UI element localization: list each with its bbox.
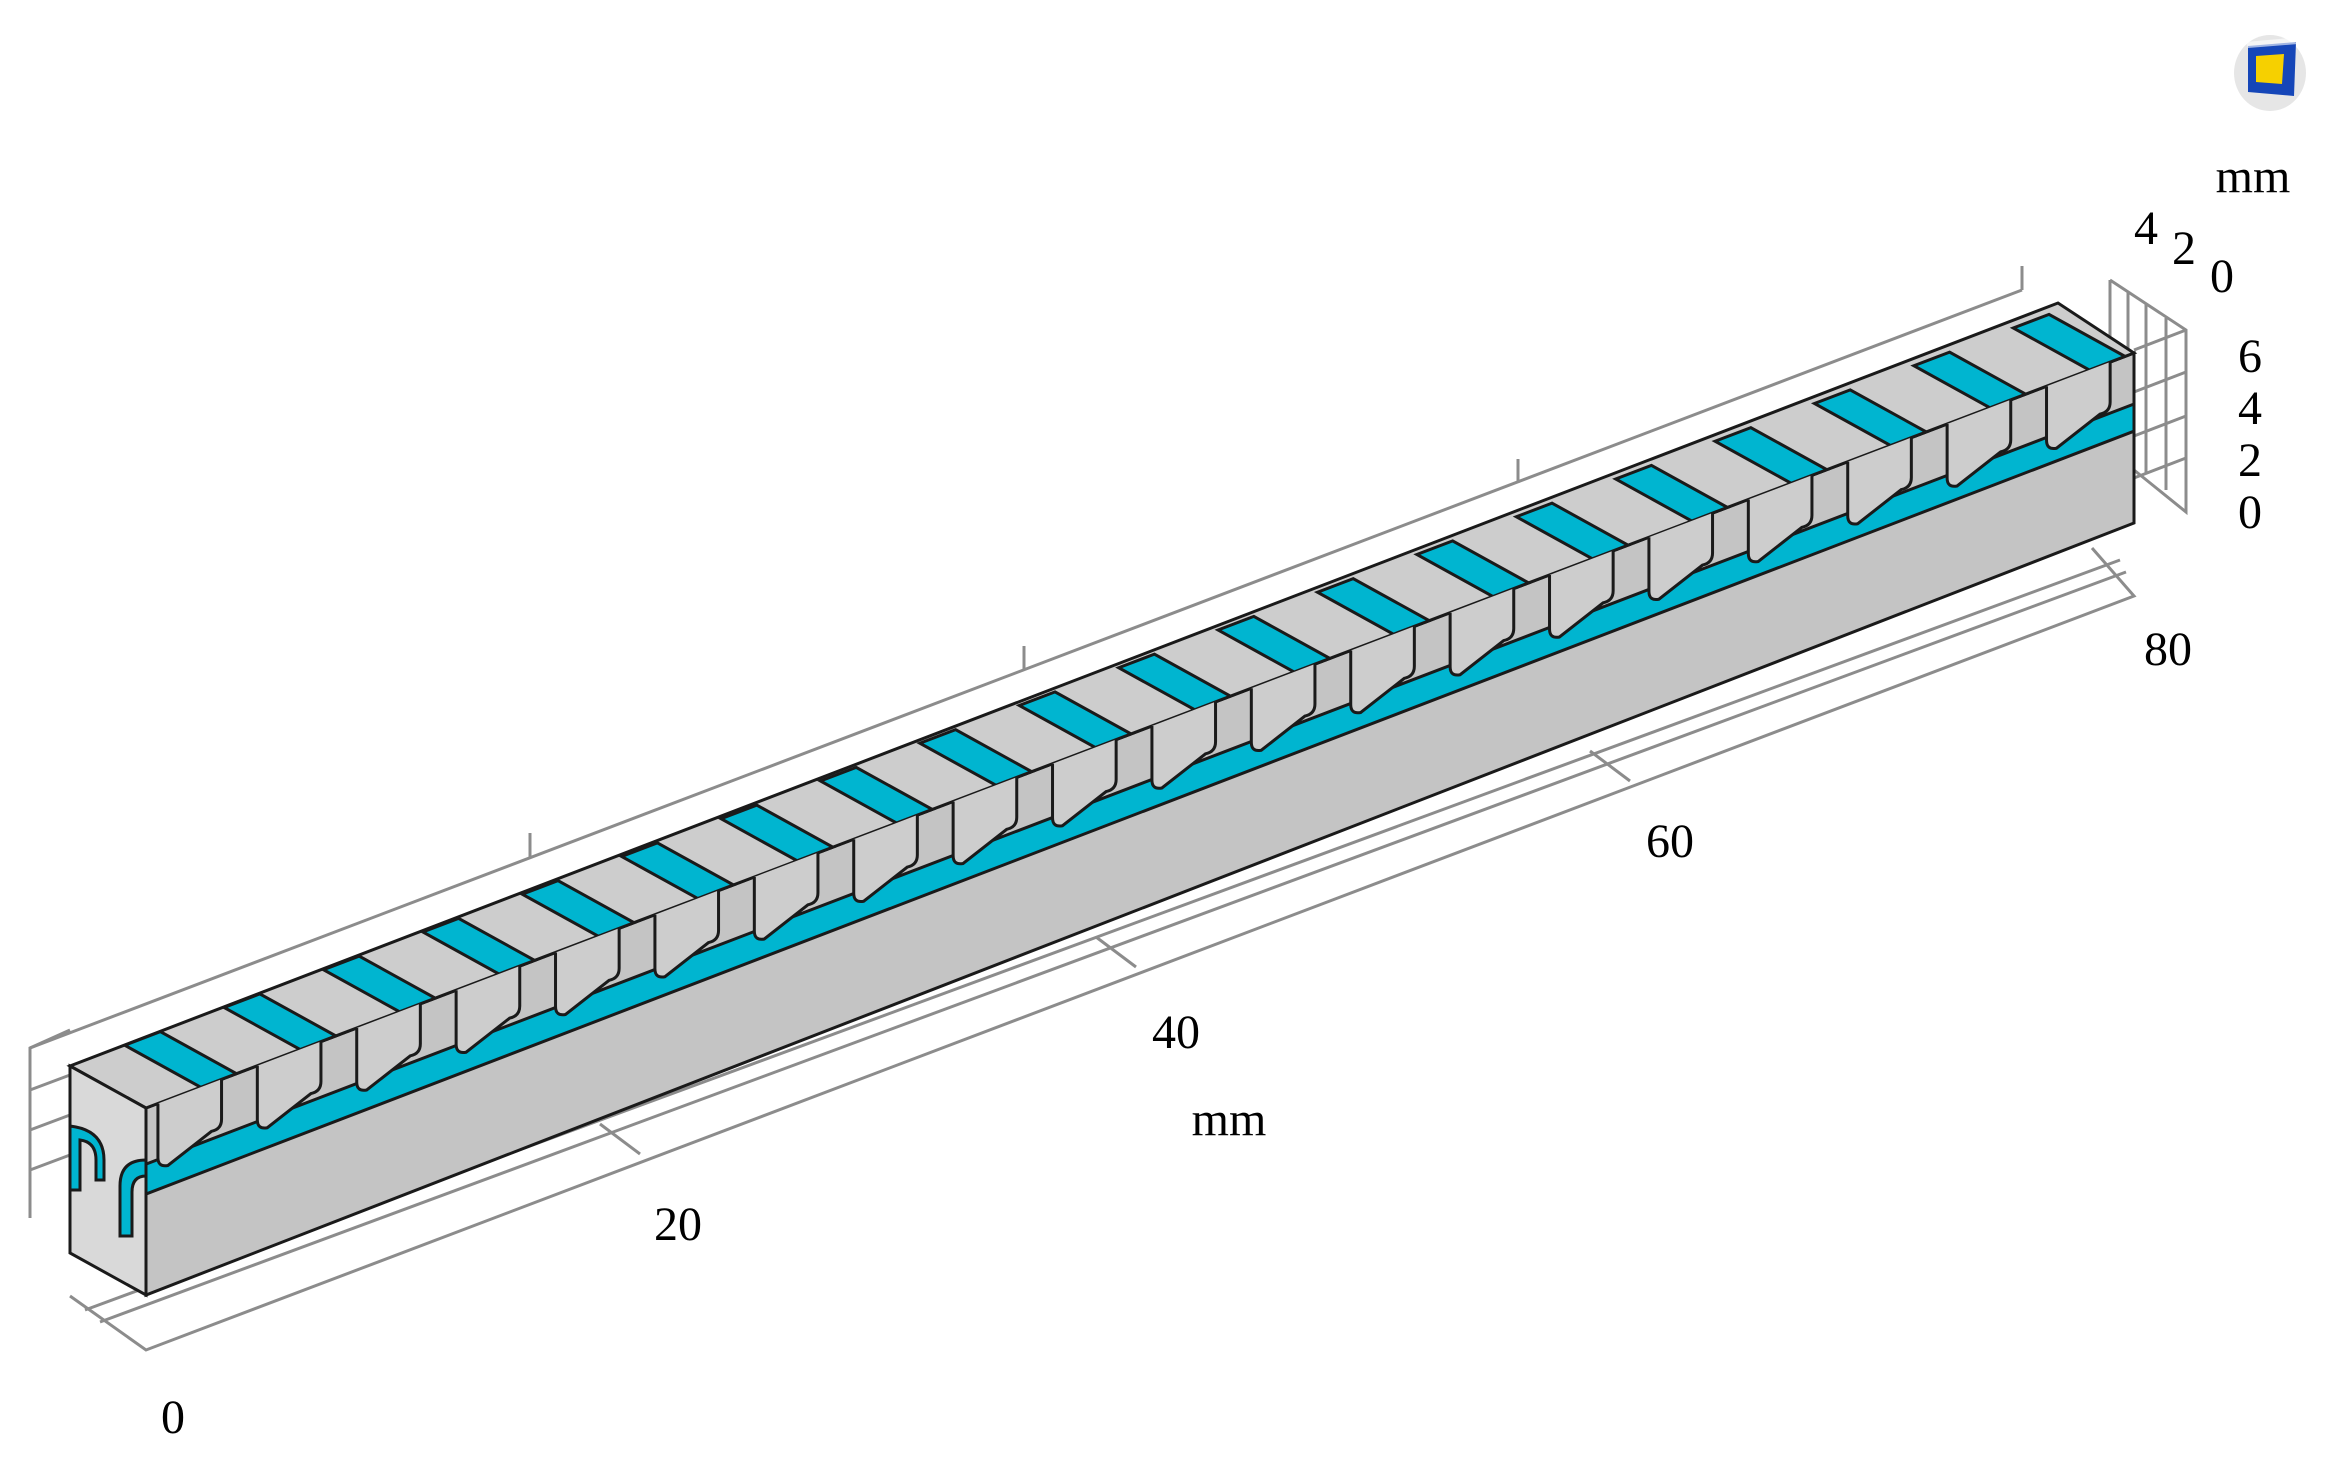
grid-tick (1589, 749, 1631, 783)
y-tick-label: 0 (2210, 250, 2234, 303)
slot-stripe (419, 916, 539, 976)
grid-line (2133, 414, 2187, 438)
slot-stripe (1413, 539, 1533, 599)
slot-stripe (1313, 576, 1433, 636)
grid-tick (599, 1122, 641, 1156)
slot-pocket (852, 815, 919, 904)
slot-stripe (618, 841, 738, 901)
grid-line (2109, 278, 2188, 516)
slot-stripe (1711, 425, 1831, 485)
x-tick-label: 20 (654, 1198, 702, 1251)
beam-body (66, 301, 2138, 1298)
slot-stripe (220, 992, 340, 1052)
end-hook (68, 1124, 106, 1192)
slot-stripe (121, 1029, 241, 1089)
slot-pocket (1846, 437, 1913, 526)
slot-pocket (752, 852, 820, 941)
slot-pocket (554, 928, 621, 1017)
channel-band (144, 401, 2136, 1197)
x-axis-labels: 0 20 40 60 80 mm (161, 623, 2192, 1444)
slot-pocket (1249, 664, 1317, 753)
grid-tick (1095, 935, 1137, 969)
y-axis-unit: mm (2216, 150, 2291, 203)
slot-pocket (951, 777, 1019, 866)
slot-stripe (1015, 690, 1135, 750)
slot-stripe (1115, 652, 1235, 712)
slot-pocket (1945, 399, 2013, 488)
slot-pocket (355, 1003, 422, 1092)
slot-pocket (1051, 739, 1118, 828)
slot-stripe (816, 765, 936, 825)
z-tick-label: 2 (2238, 434, 2262, 487)
slot-pocket (255, 1041, 323, 1130)
x-axis-unit: mm (1192, 1093, 1267, 1146)
slot-pocket (1349, 626, 1416, 715)
x-tick-label: 60 (1646, 815, 1694, 868)
y-tick-label: 4 (2134, 202, 2158, 255)
slot-stripe (518, 878, 638, 938)
slot-array (121, 312, 2129, 1168)
grid-line (29, 1153, 71, 1172)
grid-line (2133, 328, 2187, 352)
grid-line (2133, 456, 2187, 480)
slot-pocket (156, 1079, 224, 1168)
slot-stripe (1512, 501, 1632, 561)
slot-stripe (717, 803, 837, 863)
side-face (144, 350, 2136, 1298)
comsol-logo-icon (2234, 35, 2306, 111)
slot-pocket (1746, 475, 1814, 564)
slot-stripe (1612, 463, 1732, 523)
y-tick-label: 2 (2172, 222, 2196, 275)
slot-pocket (454, 966, 522, 1055)
y-axis-labels: 4 2 0 mm (2134, 150, 2290, 303)
slot-stripe (2009, 312, 2129, 372)
z-tick-label: 6 (2238, 330, 2262, 383)
slot-stripe (916, 727, 1036, 787)
z-axis-labels: 6 4 2 0 (2238, 330, 2262, 539)
slot-pocket (1448, 588, 1516, 677)
slot-stripe (1214, 614, 1334, 674)
end-hook (118, 1158, 148, 1238)
slot-pocket (1548, 550, 1615, 639)
z-tick-label: 4 (2238, 382, 2262, 435)
grid-line (69, 547, 2137, 1352)
slot-pocket (2045, 362, 2112, 451)
slot-stripe (1910, 350, 2030, 410)
x-tick-label: 0 (161, 1391, 185, 1444)
grid-line (29, 1073, 71, 1092)
slot-stripe (319, 954, 439, 1014)
grid-line (29, 288, 2023, 1050)
x-tick-label: 40 (1152, 1006, 1200, 1059)
slot-pocket (653, 890, 721, 979)
x-tick-label: 80 (2144, 623, 2192, 676)
grid-line (29, 1113, 71, 1132)
z-tick-label: 0 (2238, 486, 2262, 539)
grid-line (2133, 370, 2187, 394)
grid-line (99, 570, 2127, 1324)
slot-stripe (1810, 388, 1930, 448)
slot-pocket (1647, 513, 1715, 602)
slot-pocket (1150, 701, 1218, 790)
